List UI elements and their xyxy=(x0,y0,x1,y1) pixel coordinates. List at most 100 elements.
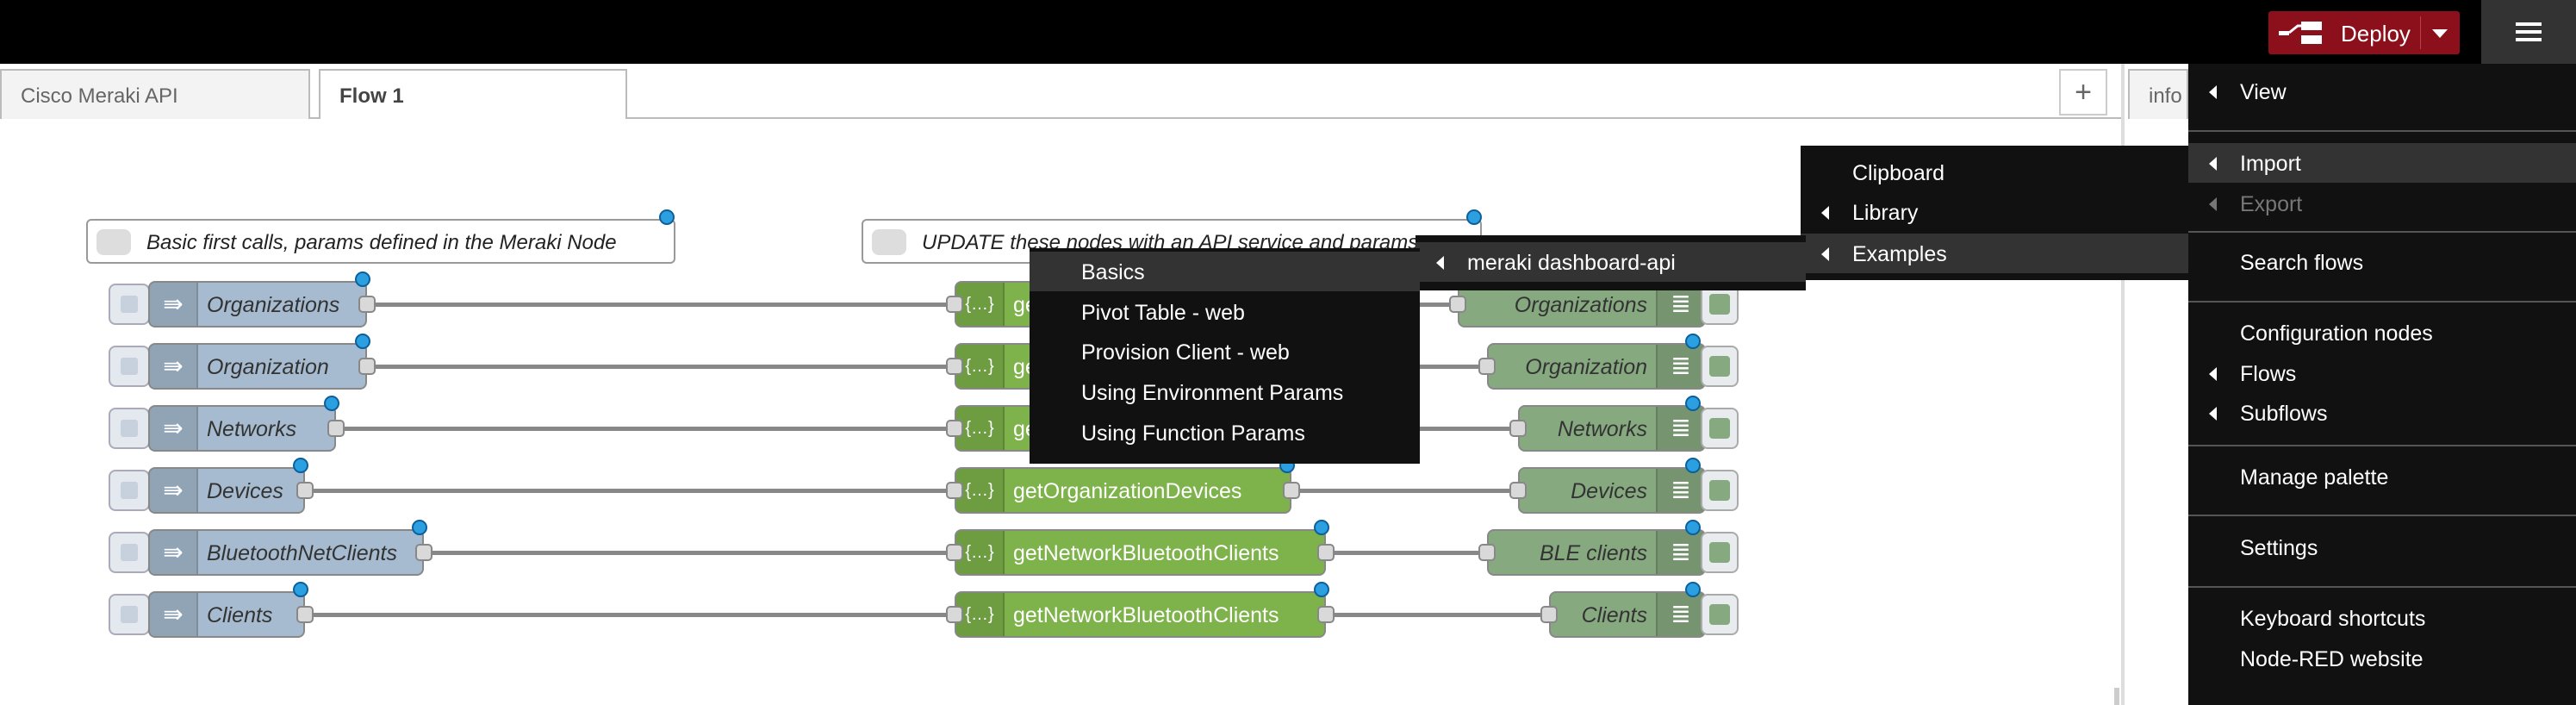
add-tab-button[interactable]: + xyxy=(2059,69,2107,115)
input-port[interactable] xyxy=(1509,420,1527,437)
input-port[interactable] xyxy=(1449,296,1466,313)
connection-wire[interactable] xyxy=(1326,613,1549,617)
function-node[interactable]: {…}getOrganizationDevices xyxy=(955,467,1291,514)
menu-item-subflows[interactable]: Subflows xyxy=(2188,393,2576,433)
deploy-button[interactable]: Deploy xyxy=(2268,11,2460,54)
menu-divider xyxy=(2188,515,2576,516)
tab-cisco-meraki-api[interactable]: Cisco Meraki API xyxy=(0,69,310,119)
inject-trigger-button[interactable] xyxy=(109,594,150,635)
meraki-examples-submenu: Basics Pivot Table - web Provision Clien… xyxy=(1030,248,1420,464)
connection-wire[interactable] xyxy=(1326,551,1487,555)
inject-arrow-icon: ⇛ xyxy=(150,345,198,388)
connection-wire[interactable] xyxy=(367,303,955,307)
node-changed-indicator xyxy=(1314,520,1329,535)
inject-node[interactable]: ⇛Networks xyxy=(148,405,336,452)
menu-item-label: Examples xyxy=(1852,242,1947,266)
debug-toggle-button[interactable] xyxy=(1701,408,1739,449)
menu-item-export: Export xyxy=(2188,184,2576,223)
connection-wire[interactable] xyxy=(305,613,955,617)
connection-wire[interactable] xyxy=(424,551,955,555)
menu-item-using-function-params[interactable]: Using Function Params xyxy=(1030,413,1420,452)
output-port[interactable] xyxy=(327,420,345,437)
inject-trigger-button[interactable] xyxy=(109,532,150,573)
menu-item-keyboard-shortcuts[interactable]: Keyboard shortcuts xyxy=(2188,598,2576,638)
sidebar-tab-info[interactable]: info xyxy=(2128,69,2188,119)
function-icon: {…} xyxy=(956,469,1005,512)
tab-label: info xyxy=(2149,84,2182,108)
input-port[interactable] xyxy=(1509,482,1527,499)
menu-item-configuration-nodes[interactable]: Configuration nodes xyxy=(2188,313,2576,352)
menu-item-node-red-website[interactable]: Node-RED website xyxy=(2188,639,2576,678)
input-port[interactable] xyxy=(946,544,963,561)
output-port[interactable] xyxy=(358,296,376,313)
output-port[interactable] xyxy=(415,544,432,561)
workspace-scrollbar[interactable] xyxy=(2114,688,2119,705)
main-menu-button[interactable] xyxy=(2481,0,2576,64)
output-port[interactable] xyxy=(1283,482,1300,499)
input-port[interactable] xyxy=(946,358,963,375)
menu-item-manage-palette[interactable]: Manage palette xyxy=(2188,457,2576,496)
chevron-left-icon xyxy=(1821,206,1829,220)
inject-node[interactable]: ⇛Devices xyxy=(148,467,305,514)
connection-wire[interactable] xyxy=(336,427,955,431)
menu-item-settings[interactable]: Settings xyxy=(2188,527,2576,567)
input-port[interactable] xyxy=(1478,358,1496,375)
debug-toggle-button[interactable] xyxy=(1701,532,1739,573)
connection-wire[interactable] xyxy=(1291,489,1518,493)
deploy-divider xyxy=(2420,16,2421,49)
output-port[interactable] xyxy=(296,606,314,623)
input-port[interactable] xyxy=(946,296,963,313)
menu-item-view[interactable]: View xyxy=(2188,72,2576,111)
menu-item-flows[interactable]: Flows xyxy=(2188,353,2576,393)
sidebar-separator[interactable] xyxy=(2121,64,2125,705)
menu-item-search-flows[interactable]: Search flows xyxy=(2188,242,2576,282)
input-port[interactable] xyxy=(1540,606,1558,623)
comment-node[interactable]: Basic first calls, params defined in the… xyxy=(86,219,675,264)
debug-list-icon: ≣ xyxy=(1656,531,1704,574)
input-port[interactable] xyxy=(946,606,963,623)
output-port[interactable] xyxy=(1317,544,1335,561)
tab-flow-1[interactable]: Flow 1 xyxy=(319,69,627,122)
inject-trigger-button[interactable] xyxy=(109,346,150,387)
input-port[interactable] xyxy=(946,482,963,499)
menu-item-using-environment-params[interactable]: Using Environment Params xyxy=(1030,372,1420,412)
connection-wire[interactable] xyxy=(305,489,955,493)
menu-item-label: Using Function Params xyxy=(1081,421,1305,446)
inject-trigger-button[interactable] xyxy=(109,470,150,511)
output-port[interactable] xyxy=(358,358,376,375)
debug-list-icon: ≣ xyxy=(1656,469,1704,512)
debug-node[interactable]: Networks≣ xyxy=(1518,405,1706,452)
chevron-down-icon[interactable] xyxy=(2432,29,2448,38)
menu-item-import[interactable]: Import xyxy=(2188,143,2576,183)
menu-item-meraki-dashboard-api[interactable]: meraki dashboard-api xyxy=(1416,242,1806,282)
menu-item-provision-client-web[interactable]: Provision Client - web xyxy=(1030,332,1420,371)
inject-trigger-button[interactable] xyxy=(109,284,150,325)
debug-toggle-button[interactable] xyxy=(1701,470,1739,511)
menu-item-pivot-table-web[interactable]: Pivot Table - web xyxy=(1030,292,1420,332)
debug-node[interactable]: Clients≣ xyxy=(1549,591,1706,638)
menu-divider xyxy=(2188,130,2576,132)
menu-item-basics[interactable]: Basics xyxy=(1030,252,1420,291)
debug-toggle-button[interactable] xyxy=(1701,594,1739,635)
menu-item-examples[interactable]: Examples xyxy=(1801,234,2188,273)
output-port[interactable] xyxy=(1317,606,1335,623)
inject-node[interactable]: ⇛BluetoothNetClients xyxy=(148,529,424,576)
debug-node[interactable]: BLE clients≣ xyxy=(1487,529,1706,576)
debug-node[interactable]: Devices≣ xyxy=(1518,467,1706,514)
inject-node[interactable]: ⇛Clients xyxy=(148,591,305,638)
debug-toggle-button[interactable] xyxy=(1701,346,1739,387)
connection-wire[interactable] xyxy=(367,365,955,369)
comment-icon xyxy=(96,229,131,255)
input-port[interactable] xyxy=(1478,544,1496,561)
function-node[interactable]: {…}getNetworkBluetoothClients xyxy=(955,529,1326,576)
inject-node[interactable]: ⇛Organizations xyxy=(148,281,367,328)
output-port[interactable] xyxy=(296,482,314,499)
function-node[interactable]: {…}getNetworkBluetoothClients xyxy=(955,591,1326,638)
menu-item-library[interactable]: Library xyxy=(1801,192,2188,232)
debug-toggle-button[interactable] xyxy=(1701,284,1739,325)
input-port[interactable] xyxy=(946,420,963,437)
inject-trigger-button[interactable] xyxy=(109,408,150,449)
menu-item-clipboard[interactable]: Clipboard xyxy=(1801,153,2188,192)
inject-node[interactable]: ⇛Organization xyxy=(148,343,367,390)
debug-node[interactable]: Organization≣ xyxy=(1487,343,1706,390)
